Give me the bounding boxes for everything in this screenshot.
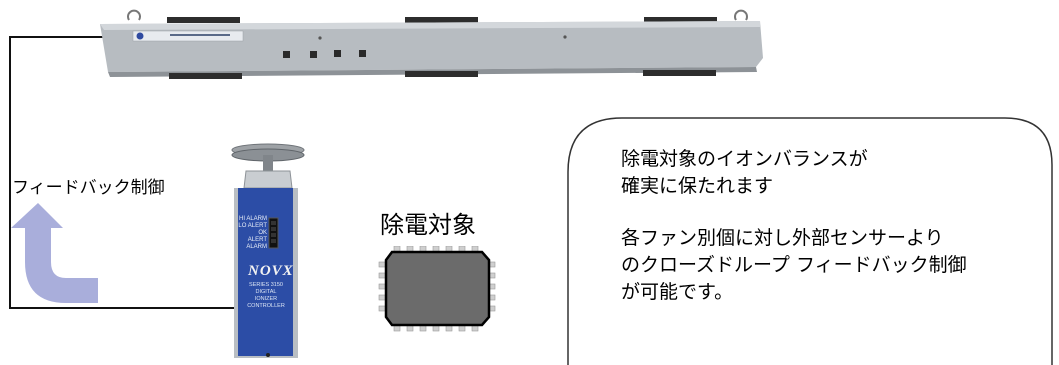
- brand-logo: NOVX: [248, 263, 294, 279]
- callout-line: 確実に保たれます: [621, 175, 774, 197]
- feedback-label: フィードバック制御: [12, 178, 165, 198]
- indicator-label: OK: [258, 230, 267, 236]
- callout-box: [567, 117, 1053, 365]
- feedback-arrow-icon: [11, 203, 98, 303]
- feedback-wire: [9, 36, 240, 309]
- chip-icon: [378, 246, 496, 332]
- indicator-label: ALERT: [247, 237, 267, 243]
- callout-line: 除電対象のイオンバランスが: [621, 148, 868, 170]
- indicator-label: ALARM: [246, 244, 267, 250]
- indicator-label: HI ALARM: [238, 216, 267, 222]
- ionizer-controller: HI ALARM LO ALERT OK ALERT ALARM NOVX SE…: [228, 136, 308, 364]
- callout-line: が可能です。: [621, 281, 734, 303]
- callout-line: のクローズドループ フィードバック制御: [621, 254, 967, 276]
- ionizer-bar: [100, 9, 763, 79]
- indicator-labels: HI ALARM LO ALERT OK ALERT ALARM: [236, 216, 267, 251]
- callout-line: 各ファン別個に対し外部センサーより: [621, 227, 944, 249]
- callout-text: 除電対象のイオンバランスが 確実に保たれます 各ファン別個に対し外部センサーより…: [621, 146, 967, 306]
- model-text: SERIES 3150 DIGITAL IONIZER CONTROLLER: [247, 282, 285, 309]
- indicator-label: LO ALERT: [238, 223, 267, 229]
- target-label: 除電対象: [380, 211, 476, 239]
